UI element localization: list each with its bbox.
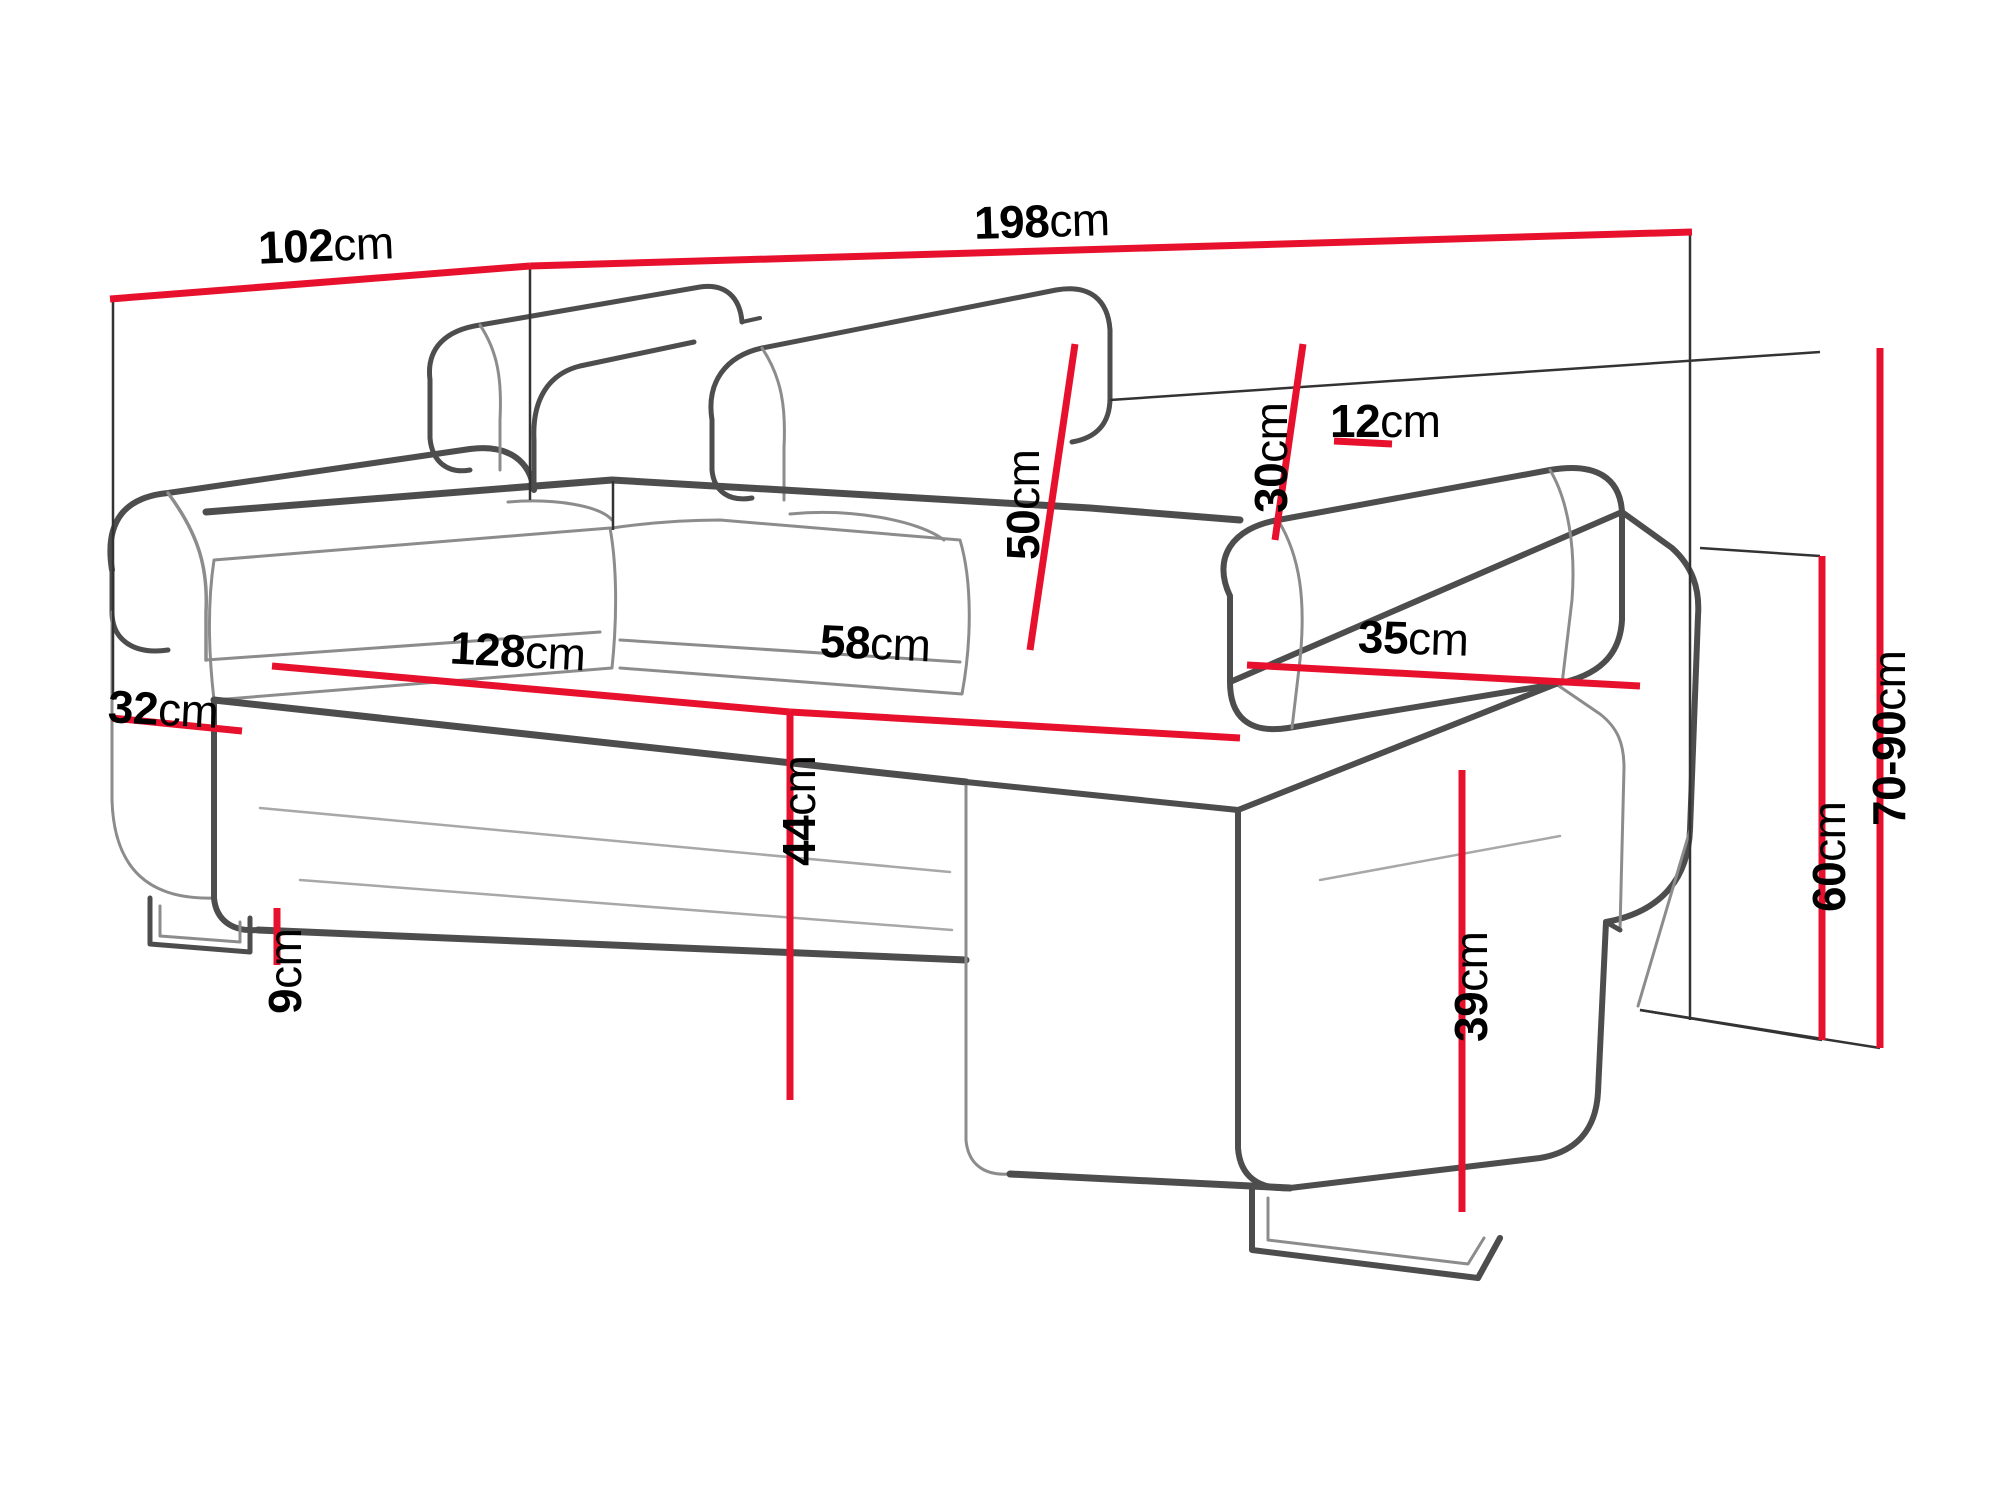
left-leg-inner — [158, 904, 242, 944]
base-top-front-edge — [210, 696, 970, 786]
ext-mid-horizontal-60 — [1699, 546, 1821, 558]
seat-hollow-left — [506, 499, 614, 522]
dimension-value-102: 102 — [257, 218, 335, 274]
left-back-cushion-top — [531, 339, 697, 493]
dimension-unit-58: cm — [869, 616, 932, 672]
right-base-bottom-right — [1287, 919, 1609, 1191]
dimension-lines — [109, 228, 1884, 1212]
dimline-198 — [529, 228, 1693, 270]
right-leg-inner — [1266, 1196, 1486, 1266]
dimension-value-39: 39 — [1445, 991, 1497, 1042]
dimension-value-32: 32 — [106, 680, 160, 735]
seat-cushion-right-crease — [618, 638, 962, 664]
dimension-value-35: 35 — [1357, 610, 1409, 664]
left-side-panel — [110, 610, 216, 900]
dimension-label-44: 44cm — [773, 755, 825, 867]
seat-back-top-edge — [202, 476, 1244, 524]
dimension-value-9: 9 — [259, 988, 311, 1014]
dimline-50 — [1026, 343, 1079, 651]
base-bottom-edge — [254, 926, 970, 964]
base-bottom-front-edge — [1006, 1170, 1294, 1192]
dimension-unit-30: cm — [1245, 402, 1297, 463]
left-headrest-left-edge — [427, 377, 473, 474]
dimension-unit-70-90: cm — [1863, 650, 1915, 711]
extension-lines — [111, 233, 1881, 1050]
sofa-outline — [107, 283, 1702, 1281]
dimension-label-30: 30cm — [1245, 402, 1297, 514]
dimension-label-198: 198cm — [973, 193, 1111, 249]
dimline-58 — [789, 708, 1241, 742]
right-headrest-crease — [760, 346, 786, 502]
ext-top-horizontal-height — [1109, 350, 1821, 402]
right-leg-tip — [1475, 1235, 1503, 1281]
dimension-label-39: 39cm — [1445, 931, 1497, 1043]
ext-bottom-horizontal-7090 — [1639, 1008, 1881, 1050]
dimension-unit-198: cm — [1048, 193, 1111, 247]
dimension-unit-102: cm — [332, 216, 395, 271]
dimension-label-60: 60cm — [1803, 801, 1855, 913]
dimension-value-70-90: 70-90 — [1863, 710, 1915, 826]
dimline-32 — [111, 714, 243, 735]
right-arm-inner-return — [1554, 682, 1626, 932]
left-armrest-inner-edge — [166, 491, 209, 662]
dimension-label-32: 32cm — [106, 680, 220, 738]
dimension-label-58: 58cm — [818, 614, 932, 672]
right-base-top-edge — [1235, 681, 1559, 813]
dimension-unit-44: cm — [773, 755, 825, 816]
dimension-unit-39: cm — [1445, 931, 1497, 992]
dimension-label-35: 35cm — [1357, 610, 1469, 665]
dimension-value-58: 58 — [818, 614, 872, 669]
seat-cushion-right — [610, 518, 971, 696]
dimension-value-198: 198 — [973, 194, 1050, 249]
dimension-label-70-90: 70-90cm — [1863, 650, 1915, 826]
right-base-corner-link — [1603, 919, 1623, 933]
seat-hollow-right — [788, 510, 946, 542]
dimension-unit-60: cm — [1803, 801, 1855, 862]
dimension-unit-32: cm — [156, 682, 220, 738]
left-leg — [147, 895, 253, 955]
right-base-sheen — [1318, 834, 1562, 882]
seat-cushion-left — [208, 526, 618, 702]
right-outer-lower — [1636, 828, 1692, 1008]
right-armrest-crease-2 — [1548, 468, 1575, 686]
dimension-label-12: 12cm — [1330, 398, 1441, 444]
right-headrest-right-edge — [1069, 327, 1113, 445]
dimension-unit-50: cm — [997, 449, 1049, 510]
seat-cushion-left-crease — [204, 630, 602, 662]
dimension-label-9: 9cm — [259, 928, 311, 1014]
dimension-value-50: 50 — [997, 509, 1049, 560]
dimension-label-50: 50cm — [997, 449, 1049, 561]
base-right-top-link — [963, 779, 1241, 813]
dimline-12 — [1333, 437, 1393, 448]
base-front-left-bottom — [964, 958, 1012, 1176]
dimline-30 — [1271, 343, 1307, 541]
dimension-value-44: 44 — [773, 815, 825, 866]
dimension-unit-35: cm — [1407, 611, 1470, 666]
left-headrest-crease — [478, 323, 502, 472]
right-armrest-crease-1 — [1276, 518, 1304, 730]
dimension-label-128: 128cm — [448, 621, 587, 681]
right-headrest-left-edge — [709, 417, 755, 502]
dimension-value-128: 128 — [448, 621, 527, 678]
dimline-35 — [1246, 661, 1641, 690]
dimension-unit-12: cm — [1380, 395, 1441, 447]
dimension-value-60: 60 — [1803, 861, 1855, 912]
dimline-102 — [109, 262, 531, 303]
dimension-unit-9: cm — [259, 928, 311, 989]
base-sheen-1 — [258, 806, 952, 874]
dimension-value-30: 30 — [1245, 462, 1297, 513]
dimline-128 — [271, 662, 791, 716]
dimension-label-102: 102cm — [257, 216, 395, 273]
back-top-link — [740, 316, 762, 324]
dimension-value-12: 12 — [1330, 395, 1381, 447]
dimension-unit-128: cm — [523, 625, 587, 681]
base-sheen-2 — [298, 878, 954, 932]
